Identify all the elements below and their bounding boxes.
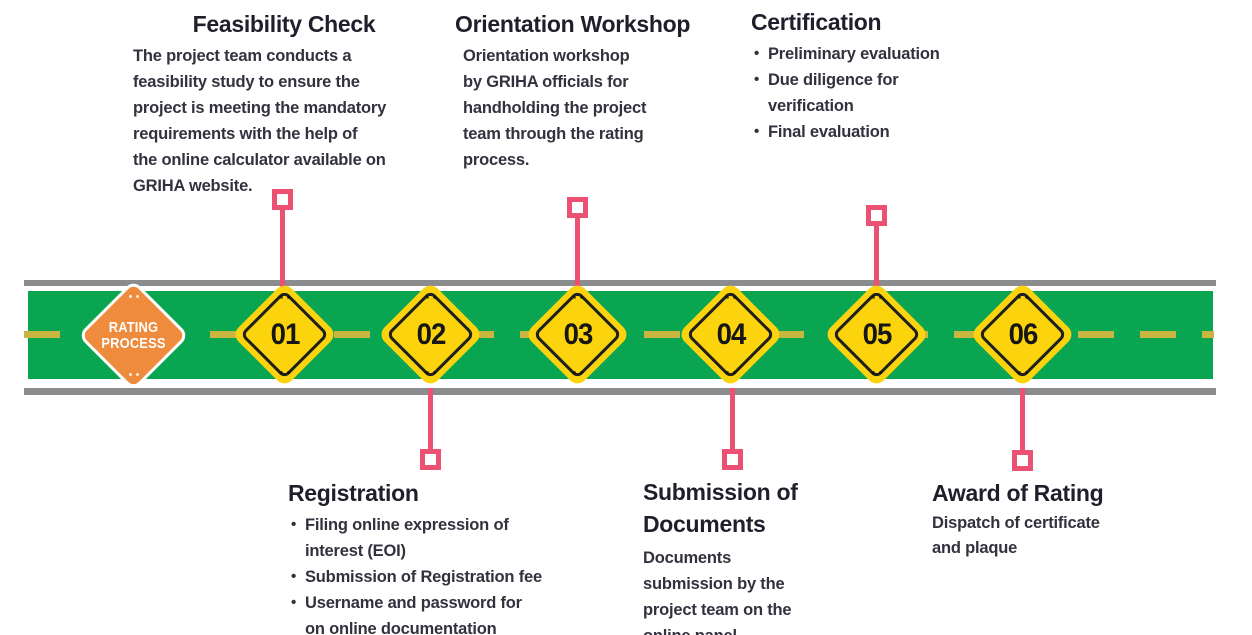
connector-line — [575, 216, 580, 291]
sign-number: 01 — [270, 318, 301, 351]
connector-marker — [567, 197, 588, 218]
screw-dots — [280, 296, 290, 299]
sign-step-05: 05 — [823, 281, 930, 388]
bullet-item: •Username and password for on online doc… — [291, 590, 603, 635]
connector-line — [730, 388, 735, 451]
step-title: Feasibility Check — [192, 11, 376, 37]
step-description: Dispatch of certificate and plaque — [932, 514, 1100, 557]
bullet-dot: • — [291, 516, 297, 533]
bullet-item: •Due diligence for verification — [754, 67, 996, 119]
connector-line — [280, 208, 285, 291]
sign-number: 06 — [1008, 318, 1039, 351]
screw-dots — [280, 371, 290, 374]
bullet-dot: • — [291, 594, 297, 611]
road-top-edge — [24, 280, 1216, 286]
step-bullet-list: •Preliminary evaluation •Due diligence f… — [751, 41, 996, 145]
connector-line — [1020, 388, 1025, 452]
step-title: Orientation Workshop — [455, 11, 691, 37]
sign-number: 03 — [563, 318, 594, 351]
screw-dots — [573, 296, 583, 299]
screw-dots — [128, 295, 139, 298]
screw-dots — [872, 296, 882, 299]
screw-dots — [426, 371, 436, 374]
step-registration: Registration •Filing online expression o… — [288, 479, 603, 635]
bullet-dot: • — [754, 45, 760, 62]
connector-line — [874, 224, 879, 291]
step-certification: Certification •Preliminary evaluation •D… — [751, 8, 996, 145]
rating-process-label: RATING PROCESS — [101, 318, 166, 352]
screw-dots — [426, 296, 436, 299]
bullet-item: •Filing online expression of interest (E… — [291, 512, 603, 564]
step-submission-of-documents: Submission of Documents Documents submis… — [643, 476, 883, 635]
bullet-dot: • — [754, 71, 760, 88]
step-feasibility-check: Feasibility Check The project team condu… — [133, 10, 435, 199]
sign-number: 02 — [416, 318, 447, 351]
screw-dots — [726, 296, 736, 299]
connector-marker — [420, 449, 441, 470]
step-title: Certification — [751, 9, 882, 35]
step-award-of-rating: Award of Rating Dispatch of certificate … — [932, 479, 1192, 561]
screw-dots — [128, 373, 139, 376]
step-description: The project team conducts a feasibility … — [133, 47, 387, 195]
road-bottom-edge — [24, 388, 1216, 395]
connector-marker — [722, 449, 743, 470]
step-bullet-list: •Filing online expression of interest (E… — [288, 512, 603, 635]
screw-dots — [872, 371, 882, 374]
screw-dots — [1018, 296, 1028, 299]
sign-step-03: 03 — [524, 281, 631, 388]
step-description: Documents submission by the project team… — [643, 549, 792, 635]
bullet-dot: • — [754, 123, 760, 140]
sign-step-02: 02 — [377, 281, 484, 388]
bullet-item: •Final evaluation — [754, 119, 996, 145]
sign-step-01: 01 — [231, 281, 338, 388]
rating-process-start-sign: RATING PROCESS — [77, 279, 190, 392]
connector-marker — [866, 205, 887, 226]
screw-dots — [1018, 371, 1028, 374]
step-description: Orientation workshop by GRIHA officials … — [463, 47, 647, 169]
bullet-dot: • — [291, 568, 297, 585]
sign-number: 05 — [862, 318, 893, 351]
screw-dots — [573, 371, 583, 374]
step-title: Submission of Documents — [643, 479, 798, 537]
bullet-item: •Preliminary evaluation — [754, 41, 996, 67]
sign-step-06: 06 — [969, 281, 1076, 388]
connector-marker — [1012, 450, 1033, 471]
sign-number: 04 — [716, 318, 747, 351]
screw-dots — [726, 371, 736, 374]
step-orientation-workshop: Orientation Workshop Orientation worksho… — [455, 10, 740, 173]
connector-line — [428, 388, 433, 451]
connector-marker — [272, 189, 293, 210]
bullet-item: •Submission of Registration fee — [291, 564, 603, 590]
step-title: Registration — [288, 480, 419, 506]
step-title: Award of Rating — [932, 480, 1104, 506]
sign-step-04: 04 — [677, 281, 784, 388]
